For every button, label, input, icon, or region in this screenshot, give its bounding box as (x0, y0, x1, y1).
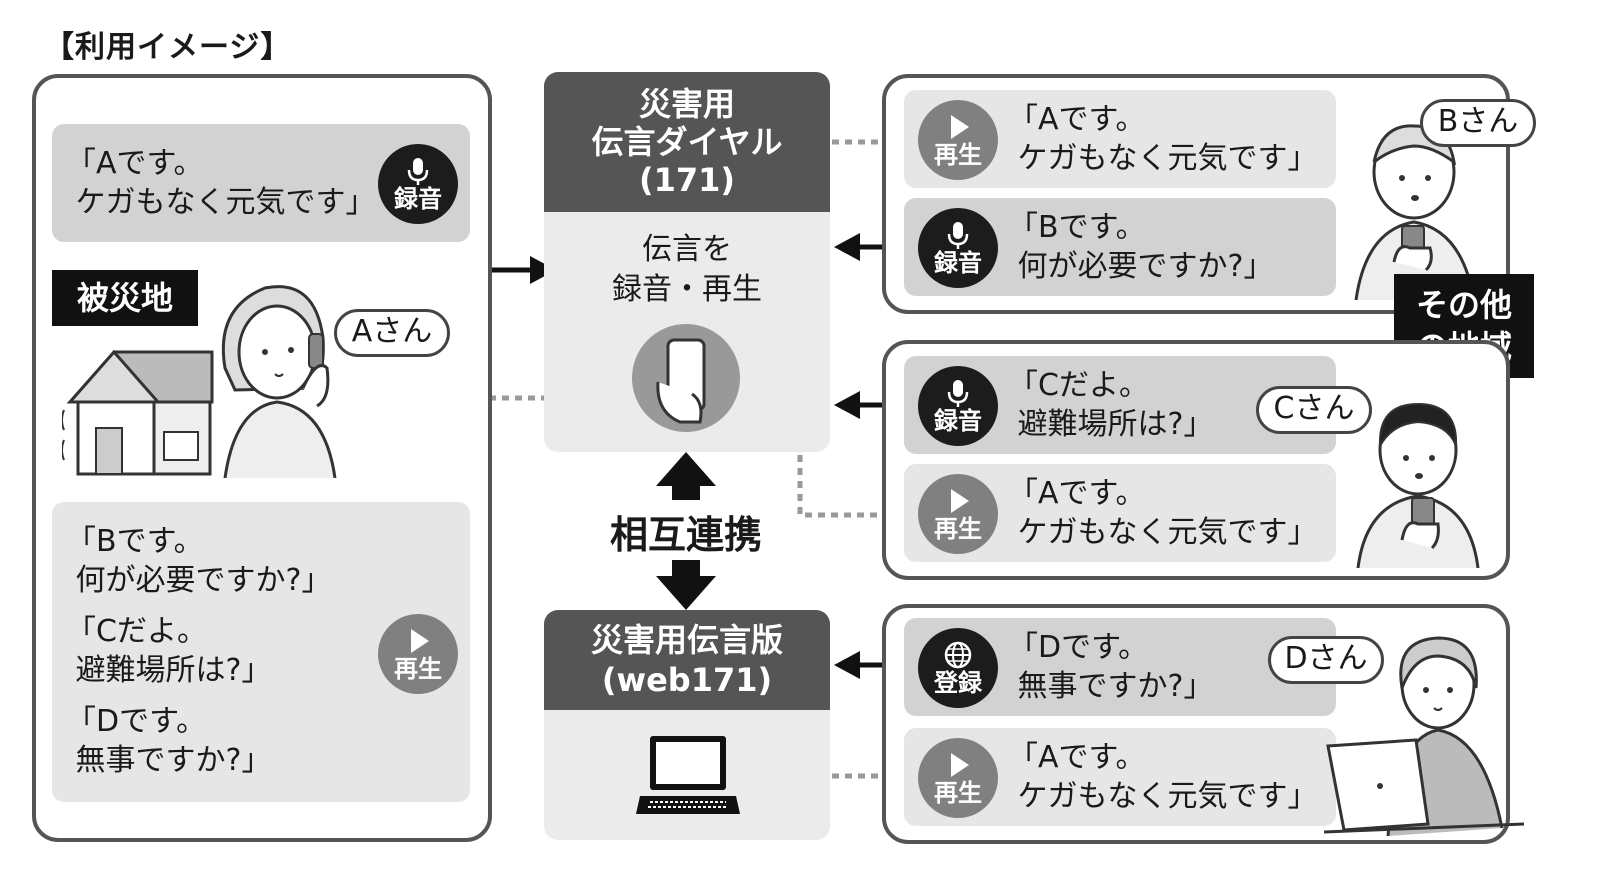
d-register-button[interactable]: 登録 (918, 628, 998, 708)
dial-body: 伝言を 録音・再生 (544, 212, 830, 452)
dial-name-line2: 伝言ダイヤル (591, 123, 783, 161)
disaster-area-label: 被災地 (52, 270, 198, 326)
person-d-name-bubble: Dさん (1268, 636, 1384, 684)
microphone-icon (947, 380, 969, 407)
person-d-illustration (1324, 636, 1524, 837)
b-record-label: 録音 (934, 249, 982, 277)
c-play-button[interactable]: 再生 (918, 474, 998, 554)
arrow-head-a-record (530, 256, 556, 284)
board-number: (web171) (601, 661, 773, 699)
d-register-message: 「Dです。 無事ですか?」 (1008, 630, 1214, 704)
dial-number: (171) (638, 161, 736, 199)
d-play-message: 「Aです。 ケガもなく元気です」 (1008, 740, 1318, 814)
play-icon (411, 629, 429, 653)
c-play-message: 「Aです。 ケガもなく元気です」 (1008, 476, 1318, 550)
c-record-message: 「Cだよ。 避難場所は?」 (1008, 368, 1214, 442)
mutual-arrow-down (656, 560, 716, 610)
board-name: 災害用伝言版 (590, 621, 783, 659)
person-b-illustration (1354, 124, 1476, 301)
smartphone-icon (632, 324, 740, 432)
dotted-line-dial-to-a (419, 395, 548, 480)
arrow-head-b-record (834, 233, 860, 261)
person-a-name-bubble: Aさん (334, 309, 450, 357)
microphone-icon (947, 222, 969, 249)
person-b-name-bubble: Bさん (1420, 99, 1536, 147)
play-icon (951, 115, 969, 139)
board-body (544, 710, 830, 840)
mutual-link-label: 相互連携 (609, 513, 762, 557)
dial-name-line1: 災害用 (638, 85, 735, 123)
microphone-icon (407, 158, 429, 185)
dial-header: 災害用 伝言ダイヤル (171) (544, 72, 830, 212)
house-illustration (62, 349, 214, 476)
b-record-button[interactable]: 録音 (918, 208, 998, 288)
person-c-illustration (1356, 402, 1480, 569)
person-a-illustration (221, 285, 337, 478)
a-record-message: 「Aです。 ケガもなく元気です」 (66, 146, 376, 220)
play-icon (951, 753, 969, 777)
mutual-arrow-up (656, 452, 716, 500)
a-received-message-c: 「Cだよ。 避難場所は?」 (66, 614, 272, 688)
c-record-button[interactable]: 録音 (918, 366, 998, 446)
b-play-label: 再生 (934, 141, 982, 169)
a-record-label: 録音 (394, 185, 442, 213)
c-play-label: 再生 (934, 515, 982, 543)
person-c-name-bubble: Cさん (1256, 386, 1372, 434)
d-play-label: 再生 (934, 779, 982, 807)
dotted-line-dial-to-c (797, 455, 890, 518)
board-header: 災害用伝言版 (web171) (544, 610, 830, 710)
laptop-icon (636, 736, 740, 814)
arrow-head-c-record (834, 391, 860, 419)
b-play-message: 「Aです。 ケガもなく元気です」 (1008, 102, 1318, 176)
diagram-title: 【利用イメージ】 (44, 30, 292, 65)
a-received-message-d: 「Dです。 無事ですか?」 (66, 704, 272, 778)
dial-function: 伝言を 録音・再生 (612, 232, 762, 307)
a-received-message-b: 「Bです。 何が必要ですか?」 (66, 524, 332, 598)
arrow-head-d-register (834, 651, 860, 679)
d-register-label: 登録 (934, 669, 982, 697)
a-record-button[interactable]: 録音 (378, 144, 458, 224)
a-play-button[interactable]: 再生 (378, 614, 458, 694)
play-icon (951, 489, 969, 513)
c-record-label: 録音 (934, 407, 982, 435)
a-play-label: 再生 (394, 655, 442, 683)
b-play-button[interactable]: 再生 (918, 100, 998, 180)
globe-icon (944, 641, 972, 669)
d-play-button[interactable]: 再生 (918, 738, 998, 818)
b-record-message: 「Bです。 何が必要ですか?」 (1008, 210, 1274, 284)
